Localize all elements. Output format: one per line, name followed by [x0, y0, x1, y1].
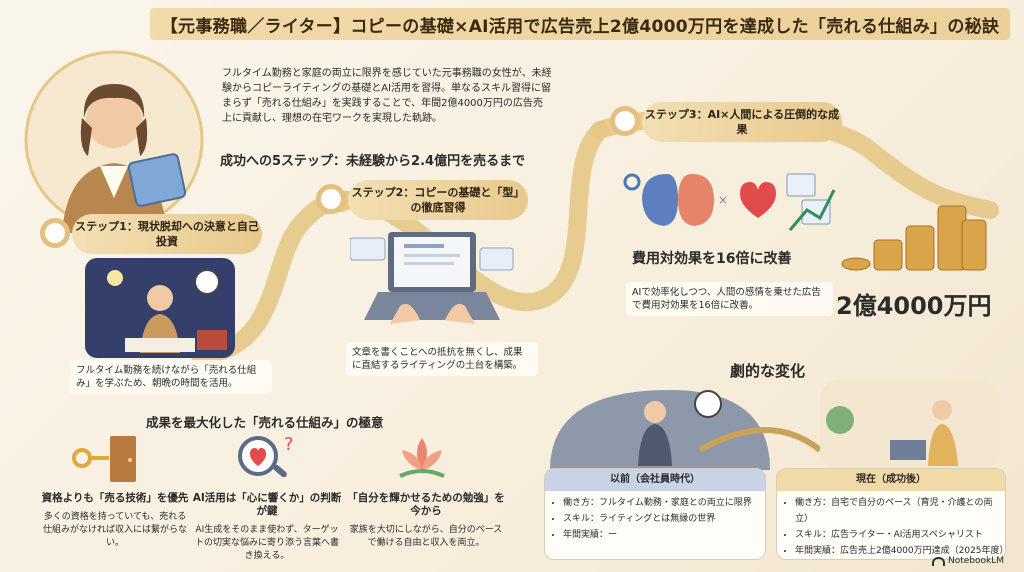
step1-marker [40, 218, 70, 248]
tips-heading: 成果を最大化した「売れる仕組み」の極意 [146, 415, 384, 430]
brand-name: NotebookLM [948, 556, 1005, 566]
intro-text: フルタイム勤務と家庭の両立に限界を感じていた元事務職の女性が、未経験からコピーラ… [222, 68, 552, 124]
laptop-typing-illustration [349, 228, 515, 340]
coin-stack-illustration [838, 196, 988, 276]
ai-brain-illustration: × [622, 160, 837, 238]
tip-3-text: 家族を大切にしながら、自分のペースで働ける自由と収入を両立。 [349, 525, 503, 548]
list-item: 年間実績：ー [563, 527, 765, 543]
before-card-title: 以前（会社員時代） [545, 469, 765, 491]
step3-label: ステップ3：AI×人間による圧倒的な成果 [642, 102, 842, 142]
after-card: 現在（成功後） 働き方：自宅で自分のペース（育児・介護との両立） スキル：広告ラ… [776, 468, 1009, 560]
brand-badge: NotebookLM [932, 556, 1004, 566]
list-item: スキル：広告ライター・AI活用スペシャリスト [795, 527, 1005, 543]
after-card-title: 現在（成功後） [777, 469, 1005, 491]
step1-caption: フルタイム勤務を続けながら「売れる仕組み」を学ぶため、朝晩の時間を活用。 [70, 360, 272, 394]
magnifier-heart-icon: ? [232, 432, 302, 484]
list-item: 働き方：フルタイム勤務・家庭との両立に限界 [563, 495, 765, 511]
list-item: 年間実績：広告売上2億4000万円達成（2025年度） [795, 543, 1009, 559]
before-card: 以前（会社員時代） 働き方：フルタイム勤務・家庭との両立に限界 スキル：ライティ… [544, 468, 766, 560]
tip-2-text: AI生成をそのまま使わず、ターゲットの切実な悩みに寄り添う言葉へ書き換える。 [194, 525, 339, 561]
step2-caption: 文章を書くことへの抵抗を無くし、成果に直結するライティングの土台を構築。 [346, 342, 538, 376]
step3-marker [610, 106, 640, 136]
tip-1: 資格よりも「売る技術」を優先 多くの資格を持っていても、売れる仕組みがなければ収… [40, 492, 190, 550]
step3-result: 費用対効果を16倍に改善 [632, 251, 792, 267]
list-item: スキル：ライティングとは無縁の世界 [563, 511, 765, 527]
step3-caption: AIで効率化しつつ、人間の感情を乗せた広告で費用対効果を16倍に改善。 [626, 282, 833, 316]
step1-label: ステップ1：現状脱却への決意と自己投資 [72, 214, 262, 254]
svg-text:?: ? [284, 434, 294, 455]
svg-text:×: × [718, 193, 728, 207]
before-list: 働き方：フルタイム勤務・家庭との両立に限界 スキル：ライティングとは無縁の世界 … [545, 495, 765, 543]
study-night-illustration [85, 258, 235, 358]
step2-marker [316, 184, 346, 214]
notebook-logo-icon [932, 556, 945, 566]
step2-label: ステップ2：コピーの基礎と「型」の徹底習得 [348, 180, 528, 220]
key-door-icon [70, 432, 140, 484]
page-title: 【元事務職／ライター】コピーの基礎×AI活用で広告売上2億4000万円を達成した… [150, 8, 1010, 40]
tip-1-title: 資格よりも「売る技術」を優先 [41, 492, 189, 504]
portrait-illustration [22, 48, 207, 233]
tip-2: AI活用は「心に響くか」の判断が鍵 AI生成をそのまま使わず、ターゲットの切実な… [192, 492, 342, 563]
list-item: 働き方：自宅で自分のペース（育児・介護との両立） [795, 495, 1005, 527]
lotus-flower-icon [392, 432, 452, 484]
change-heading: 劇的な変化 [730, 362, 806, 380]
tip-3: 「自分を輝かせるための勉強」を今から 家族を大切にしながら、自分のペースで働ける… [346, 492, 506, 550]
revenue-amount: 2億4000万円 [836, 292, 992, 320]
tip-2-title: AI活用は「心に響くか」の判断が鍵 [192, 492, 342, 517]
steps-heading: 成功への5ステップ：未経験から2.4億円を売るまで [220, 154, 526, 169]
after-list: 働き方：自宅で自分のペース（育児・介護との両立） スキル：広告ライター・AI活用… [777, 495, 1009, 559]
tip-3-title: 「自分を輝かせるための勉強」を今から [347, 492, 505, 517]
before-after-illustration [550, 380, 1000, 470]
tip-1-text: 多くの資格を持っていても、売れる仕組みがなければ収入には繋がらない。 [42, 512, 187, 548]
